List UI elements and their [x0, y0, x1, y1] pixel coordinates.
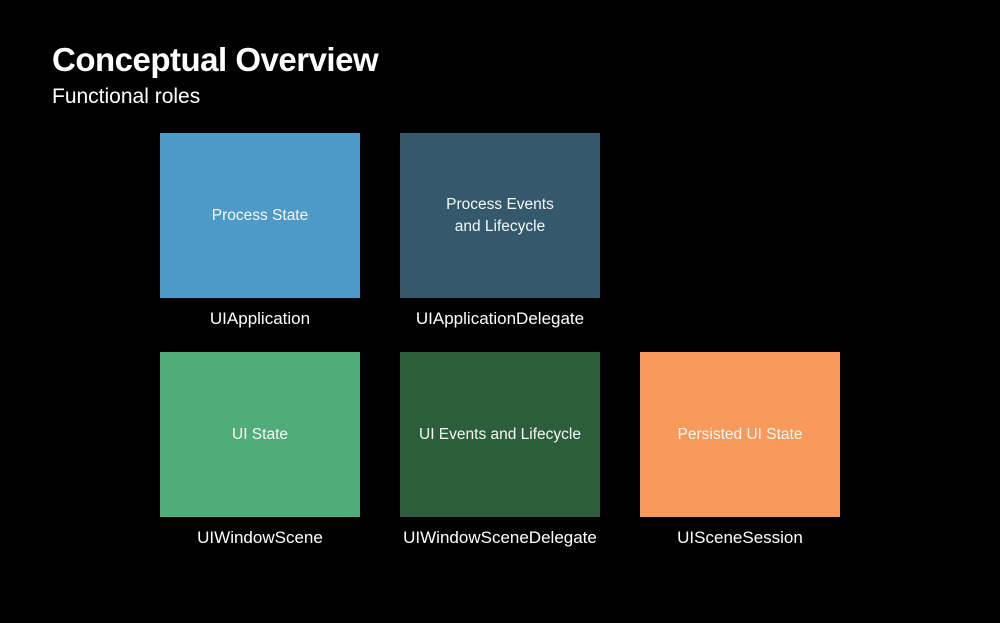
concept-cell-uiapplicationdelegate: Process Events and Lifecycle UIApplicati… [400, 133, 600, 329]
api-label-uiwindowscenedelegate: UIWindowSceneDelegate [403, 528, 597, 547]
concept-box-process-events-lifecycle: Process Events and Lifecycle [400, 133, 600, 298]
page-subtitle: Functional roles [52, 85, 201, 108]
concept-cell-uiwindowscene: UI State UIWindowScene [160, 352, 360, 548]
concept-box-role-label: UI Events and Lifecycle [419, 425, 581, 443]
concept-cell-uiapplication: Process State UIApplication [160, 133, 360, 329]
concept-box-role-label: Process Events and Lifecycle [446, 195, 554, 235]
api-label-uiapplication: UIApplication [209, 309, 311, 328]
concept-cell-uiscenesession: Persisted UI State UISceneSession [640, 352, 840, 548]
concept-box-persisted-ui-state: Persisted UI State [640, 352, 840, 517]
api-label-uiscenesession: UISceneSession [677, 528, 803, 547]
concept-box-role-label: Process State [211, 206, 309, 224]
concept-box-ui-state: UI State [160, 352, 360, 517]
api-label-uiapplicationdelegate: UIApplicationDelegate [415, 309, 585, 328]
concept-box-ui-events-lifecycle: UI Events and Lifecycle [400, 352, 600, 517]
concept-box-process-state: Process State [160, 133, 360, 298]
concept-box-role-label: Persisted UI State [677, 425, 803, 443]
page-title: Conceptual Overview [52, 41, 379, 78]
concept-box-role-label: UI State [232, 425, 288, 443]
api-label-uiwindowscene: UIWindowScene [197, 528, 323, 547]
concept-cell-uiwindowscenedelegate: UI Events and Lifecycle UIWindowSceneDel… [400, 352, 600, 548]
